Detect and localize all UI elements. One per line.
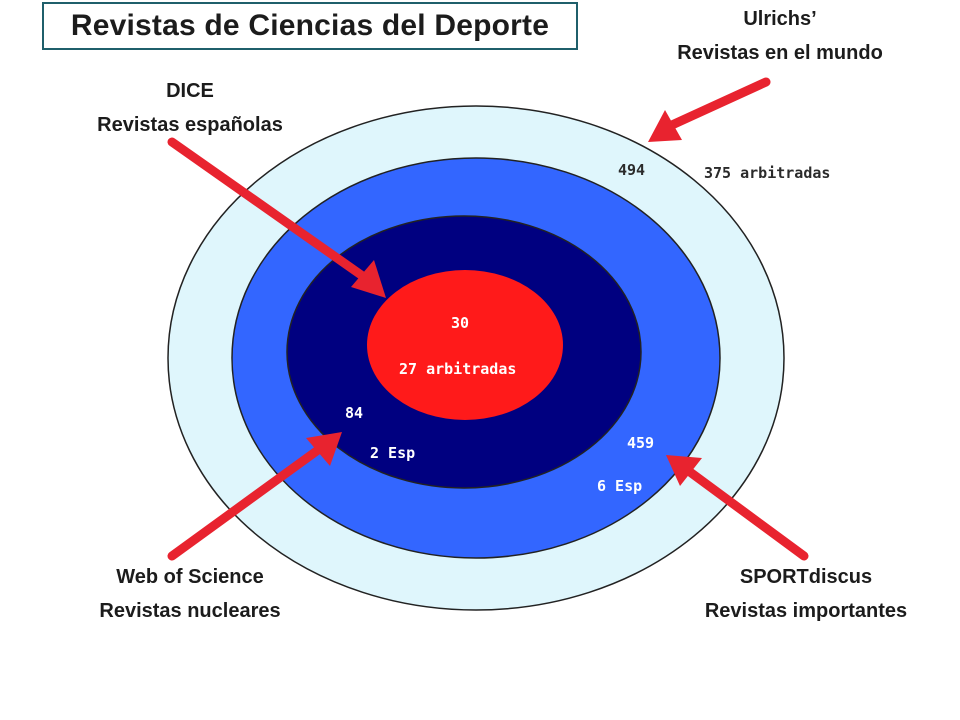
arrow-dice	[167, 137, 386, 298]
ring-center	[367, 270, 563, 420]
ring-center-note: 27 arbitradas	[399, 360, 517, 378]
arrow-ulrichs	[648, 77, 771, 142]
ring-outer-count: 494	[618, 161, 646, 179]
ring-center-count: 30	[451, 314, 470, 332]
arrow-sportdiscus	[666, 455, 809, 561]
source-name: SPORTdiscus	[739, 566, 873, 588]
ring-third-note: 2 Esp	[370, 444, 416, 462]
page-title: Revistas de Ciencias del Deporte	[70, 9, 550, 42]
source-name: DICE	[166, 80, 214, 102]
source-label-sportdiscus: SPORTdiscus Revistas importantes	[668, 560, 944, 628]
source-description: Revistas españolas	[97, 114, 283, 136]
ring-second-note: 6 Esp	[597, 477, 643, 495]
title-box: Revistas de Ciencias del Deporte	[42, 2, 578, 50]
source-description: Revistas importantes	[704, 600, 908, 622]
ring-outer-note: 375 arbitradas	[704, 164, 831, 182]
source-name: Web of Science	[116, 566, 264, 588]
arrow-web-of-science	[167, 432, 342, 561]
source-name: Ulrichs’	[743, 8, 817, 30]
source-description: Revistas nucleares	[99, 600, 281, 622]
source-label-ulrichs: Ulrichs’ Revistas en el mundo	[630, 2, 930, 70]
ring-third-count: 84	[345, 404, 364, 422]
ring-second-count: 459	[627, 434, 655, 452]
source-label-web-of-science: Web of Science Revistas nucleares	[40, 560, 340, 628]
source-label-dice: DICE Revistas españolas	[40, 74, 340, 142]
source-description: Revistas en el mundo	[677, 42, 883, 64]
